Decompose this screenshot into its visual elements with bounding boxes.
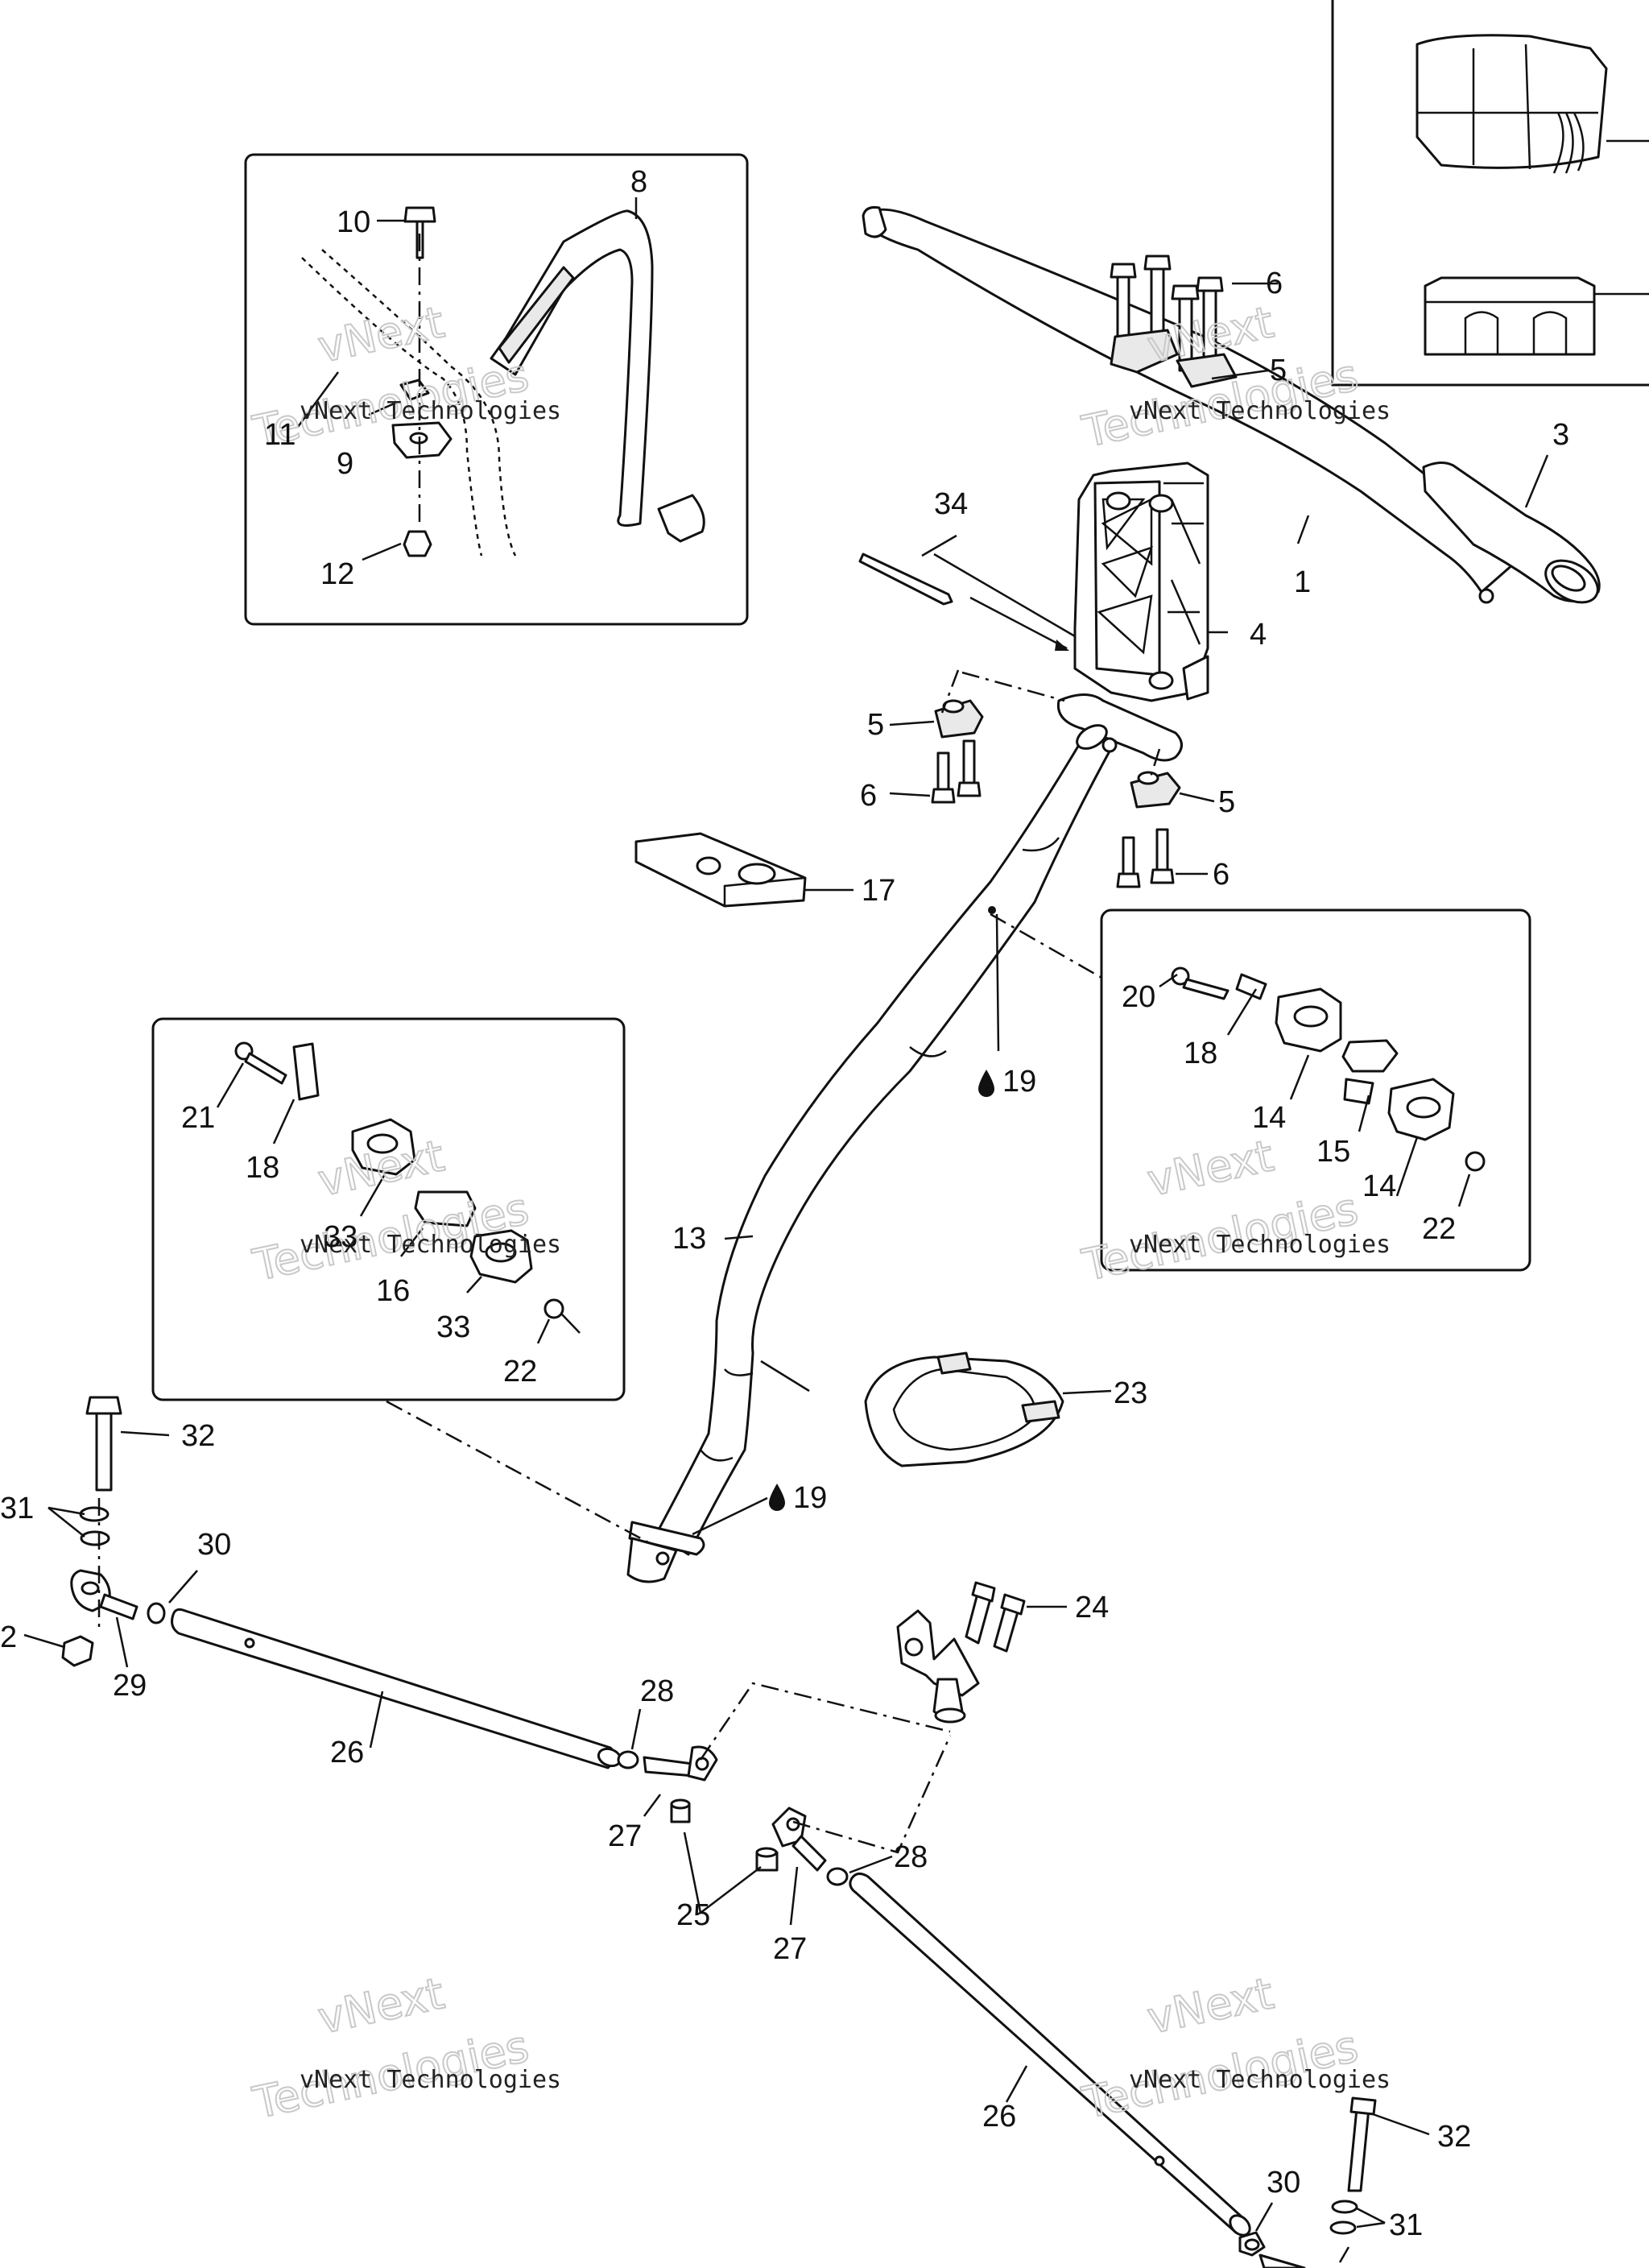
callout-31: 31 [1389, 2208, 1423, 2242]
retaining-pin [858, 553, 953, 606]
svg-text:vNext: vNext [1143, 1968, 1278, 2043]
spacer-plate [634, 832, 807, 908]
callout-6: 6 [1266, 267, 1283, 300]
callout-labels: 10 8 11 9 12 6 5 3 34 1 4 5 6 5 6 17 20 … [0, 165, 1569, 2242]
watermark-bottom-right: vNext Technologies vNext Technologies [1077, 1967, 1391, 2129]
svg-text:vNext Technologies: vNext Technologies [1129, 397, 1391, 425]
steering-column [626, 693, 1183, 1583]
callout-9: 9 [337, 447, 353, 481]
callout-1: 1 [1294, 565, 1311, 599]
inset-grip-cover [1331, 0, 1649, 387]
callout-10: 10 [337, 205, 370, 239]
callout-17: 17 [862, 874, 895, 908]
callout-33: 33 [324, 1220, 357, 1254]
watermark-bottom-left: vNext Technologies vNext Technologies [248, 1967, 561, 2129]
callout-16: 16 [376, 1274, 410, 1308]
callout-21: 21 [181, 1101, 215, 1135]
callout-32: 32 [1437, 2120, 1471, 2154]
callout-30: 30 [1267, 2166, 1300, 2200]
callout-29: 29 [113, 1669, 147, 1703]
bolts-upper [1110, 255, 1238, 388]
callout-20: 20 [1122, 980, 1155, 1014]
callout-3: 3 [1552, 418, 1569, 452]
steering-boot [864, 1351, 1064, 1467]
callout-6: 6 [1213, 858, 1230, 892]
right-ball-joint [1238, 2096, 1377, 2268]
svg-text:vNext Technologies: vNext Technologies [1129, 2066, 1391, 2094]
tie-rod-right [849, 1873, 1251, 2237]
callout-18: 18 [1184, 1037, 1217, 1070]
callout-13: 13 [672, 1222, 706, 1256]
callout-34: 34 [934, 487, 968, 521]
inset-upper-bushing [1100, 908, 1531, 1272]
callout-15: 15 [1316, 1135, 1350, 1169]
left-ball-joint [61, 1396, 166, 1667]
callout-19: 19 [793, 1481, 827, 1515]
callout-12: 12 [320, 557, 354, 591]
inset-lower-bushing [151, 1017, 626, 1401]
svg-text:vNext: vNext [314, 1968, 448, 2043]
callout-6: 6 [860, 779, 877, 813]
callout-11: 11 [264, 418, 295, 452]
callout-28: 28 [894, 1840, 928, 1874]
callout-26: 26 [330, 1736, 364, 1769]
callout-19: 19 [1002, 1065, 1036, 1099]
pitman-bracket [896, 1581, 1026, 1724]
svg-text:vNext Technologies: vNext Technologies [300, 1231, 561, 1259]
callout-25: 25 [676, 1898, 710, 1932]
callout-32: 32 [181, 1419, 215, 1453]
callout-22: 22 [503, 1355, 537, 1389]
callout-2: 2 [0, 1620, 17, 1654]
callout-14: 14 [1252, 1101, 1286, 1135]
callout-24: 24 [1075, 1591, 1109, 1624]
callout-31: 31 [0, 1492, 34, 1525]
handlebar [862, 206, 1515, 594]
callout-28: 28 [640, 1674, 674, 1708]
oil-drop-icon [769, 1484, 785, 1511]
callout-27: 27 [773, 1932, 807, 1966]
callout-18: 18 [246, 1151, 279, 1185]
riser-block [1073, 461, 1209, 702]
callout-5: 5 [1270, 354, 1287, 387]
svg-text:vNext: vNext [314, 296, 448, 372]
callout-8: 8 [630, 165, 647, 199]
callout-5: 5 [867, 708, 884, 742]
callout-23: 23 [1114, 1376, 1147, 1410]
callout-5: 5 [1218, 785, 1235, 819]
svg-text:vNext Technologies: vNext Technologies [1129, 1231, 1391, 1259]
tie-rod-left [171, 1608, 622, 1769]
svg-text:vNext Technologies: vNext Technologies [300, 2066, 561, 2094]
callout-30: 30 [197, 1528, 231, 1562]
svg-text:vNext: vNext [1143, 1130, 1278, 1206]
svg-text:vNext Technologies: vNext Technologies [300, 397, 561, 425]
callout-33: 33 [436, 1310, 470, 1344]
callout-22: 22 [1422, 1212, 1456, 1246]
oil-drop-icon [978, 1070, 994, 1097]
clamps-lower [931, 699, 1181, 888]
callout-14: 14 [1362, 1169, 1396, 1203]
callout-27: 27 [608, 1819, 642, 1853]
callout-26: 26 [982, 2100, 1016, 2133]
inset-handlebar-guard [244, 153, 749, 626]
callout-4: 4 [1250, 618, 1267, 652]
hand-grip [1422, 461, 1601, 604]
center-joints [617, 1745, 849, 1886]
